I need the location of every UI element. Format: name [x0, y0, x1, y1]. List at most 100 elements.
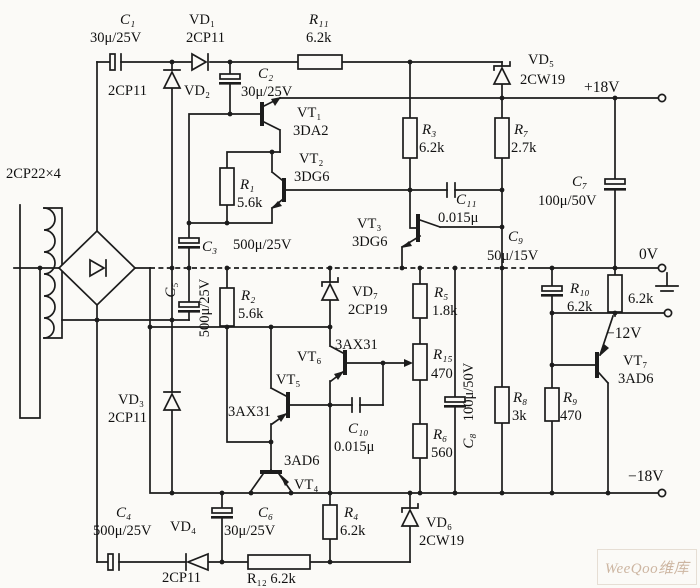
label-r3-ref: R₃ — [421, 122, 436, 138]
label-vd6-ref: VD₆ — [426, 515, 452, 531]
label-vt1-val: 3DA2 — [293, 123, 328, 139]
label-vd4-ref: VD₄ — [170, 519, 196, 535]
capacitors — [107, 53, 626, 571]
label-vt3-val: 3DG6 — [352, 234, 387, 250]
output-terminals — [655, 93, 679, 498]
transistor-vt7 — [595, 344, 609, 378]
wires — [13, 61, 665, 563]
label-c6-ref: C₆ — [258, 505, 273, 521]
label-c1-ref: C₁ — [120, 12, 135, 28]
label-r11-ref: R₁₁ — [308, 12, 329, 28]
label-r12-text: R₁₂ 6.2k — [247, 571, 297, 587]
label-vt4-ref: VT₄ — [294, 477, 318, 493]
label-r6-ref: R₆ — [432, 427, 447, 443]
label-c1-val: 30μ/25V — [90, 30, 142, 46]
label-vd2-ref: VD₂ — [184, 83, 210, 99]
capacitor-c5 — [178, 301, 200, 313]
resistor-r10 — [607, 274, 623, 313]
resistor-r6 — [412, 423, 428, 459]
label-vt7-ref: VT₇ — [623, 353, 647, 369]
label-r2-ref: R₂ — [240, 288, 255, 304]
resistor-r12 — [247, 554, 311, 570]
label-vt4-val: 3AD6 — [284, 453, 319, 469]
label-r10-val2: 6.2k — [628, 291, 654, 307]
diode-vd2 — [162, 69, 182, 89]
zener-vd6 — [400, 503, 420, 527]
resistor-r7 — [494, 117, 510, 159]
label-c10-ref: C₁₀ — [348, 421, 368, 437]
label-vt2-ref: VT₂ — [299, 151, 323, 167]
transistor-vt2 — [271, 178, 286, 209]
label-r15-ref: R₁₅ — [432, 347, 453, 363]
label-vd4-val: 2CP11 — [162, 570, 201, 586]
resistor-r8 — [494, 386, 510, 424]
label-r4-ref: R₄ — [343, 505, 358, 521]
label-r5-val: 1.8k — [432, 303, 458, 319]
diodes — [162, 52, 512, 572]
zener-vd5 — [492, 61, 512, 85]
capacitor-c2 — [219, 73, 241, 85]
label-c2-ref: C₂ — [258, 66, 273, 82]
resistor-r5 — [412, 283, 428, 319]
resistor-r2 — [219, 287, 235, 327]
label-r6-val: 560 — [431, 445, 453, 461]
label-plus18v: +18V — [584, 79, 620, 96]
resistor-r3 — [402, 117, 418, 159]
label-0v: 0V — [639, 246, 659, 263]
label-bridge-type: 2CP22×4 — [6, 166, 62, 182]
resistor-r1 — [219, 167, 235, 206]
junction-dots — [37, 59, 618, 565]
capacitor-c9 — [541, 285, 563, 297]
label-r9-ref: R₉ — [562, 390, 577, 406]
label-c11-val: 0.015μ — [438, 210, 479, 226]
label-vt6-val: 3AX31 — [335, 337, 378, 353]
label-c10-val: 0.015μ — [334, 439, 375, 455]
label-c8-ref: C₈ — [461, 433, 477, 448]
label-r7-val: 2.7k — [511, 140, 537, 156]
watermark-text: WeeQoo维库 — [604, 560, 690, 577]
label-r1-val: 5.6k — [237, 195, 263, 211]
diode-vd1 — [191, 52, 209, 72]
label-vt5-ref: VT₅ — [276, 372, 300, 388]
label-r1-ref: R₁ — [239, 177, 254, 193]
label-r10-ref: R₁₀ — [569, 281, 590, 297]
transformer-winding — [43, 207, 56, 339]
label-minus18v: −18V — [628, 468, 664, 485]
label-r4-val: 6.2k — [340, 523, 366, 539]
terminal-minus12v — [663, 308, 673, 318]
label-vt6-ref: VT₆ — [297, 349, 321, 365]
capacitor-c7 — [604, 178, 626, 191]
label-c6-val: 30μ/25V — [224, 523, 276, 539]
label-vt7-val: 3AD6 — [618, 371, 653, 387]
label-vt5-val: 3AX31 — [228, 404, 271, 420]
label-vd3-ref: VD₃ — [118, 392, 144, 408]
label-c8-val: 100μ/50V — [461, 362, 477, 421]
label-vd7-ref: VD₇ — [352, 284, 378, 300]
label-r10-val: 6.2k — [567, 299, 593, 315]
transistor-vt6 — [334, 350, 347, 380]
label-c5-val: 500μ/25V — [197, 278, 213, 337]
resistor-r4 — [322, 504, 338, 540]
label-r5-ref: R₅ — [433, 285, 448, 301]
transistor-vt5 — [277, 392, 290, 422]
label-vt2-val: 3DG6 — [294, 169, 329, 185]
resistor-r11 — [297, 54, 343, 70]
label-c3-val: 500μ/25V — [233, 237, 292, 253]
label-vd7-val: 2CP19 — [348, 302, 388, 318]
terminal-plus18v — [657, 93, 667, 103]
label-c3-ref: C₃ — [202, 239, 217, 255]
diode-vd3 — [162, 391, 182, 411]
diode-vd4 — [185, 552, 209, 572]
resistors — [219, 54, 623, 570]
label-vd2-left: 2CP11 — [108, 83, 147, 99]
label-c4-ref: C₄ — [116, 505, 131, 521]
label-vd1-ref: VD₁ — [189, 12, 215, 28]
label-c11-ref: C₁₁ — [456, 192, 476, 208]
label-vt1-ref: VT₁ — [297, 105, 321, 121]
label-c7-ref: C₇ — [572, 174, 587, 190]
label-c9-val: 50μ/15V — [487, 248, 539, 264]
label-c2-val: 30μ/25V — [241, 84, 293, 100]
watermark: WeeQoo维库 — [597, 549, 697, 585]
capacitor-c6 — [211, 507, 233, 519]
